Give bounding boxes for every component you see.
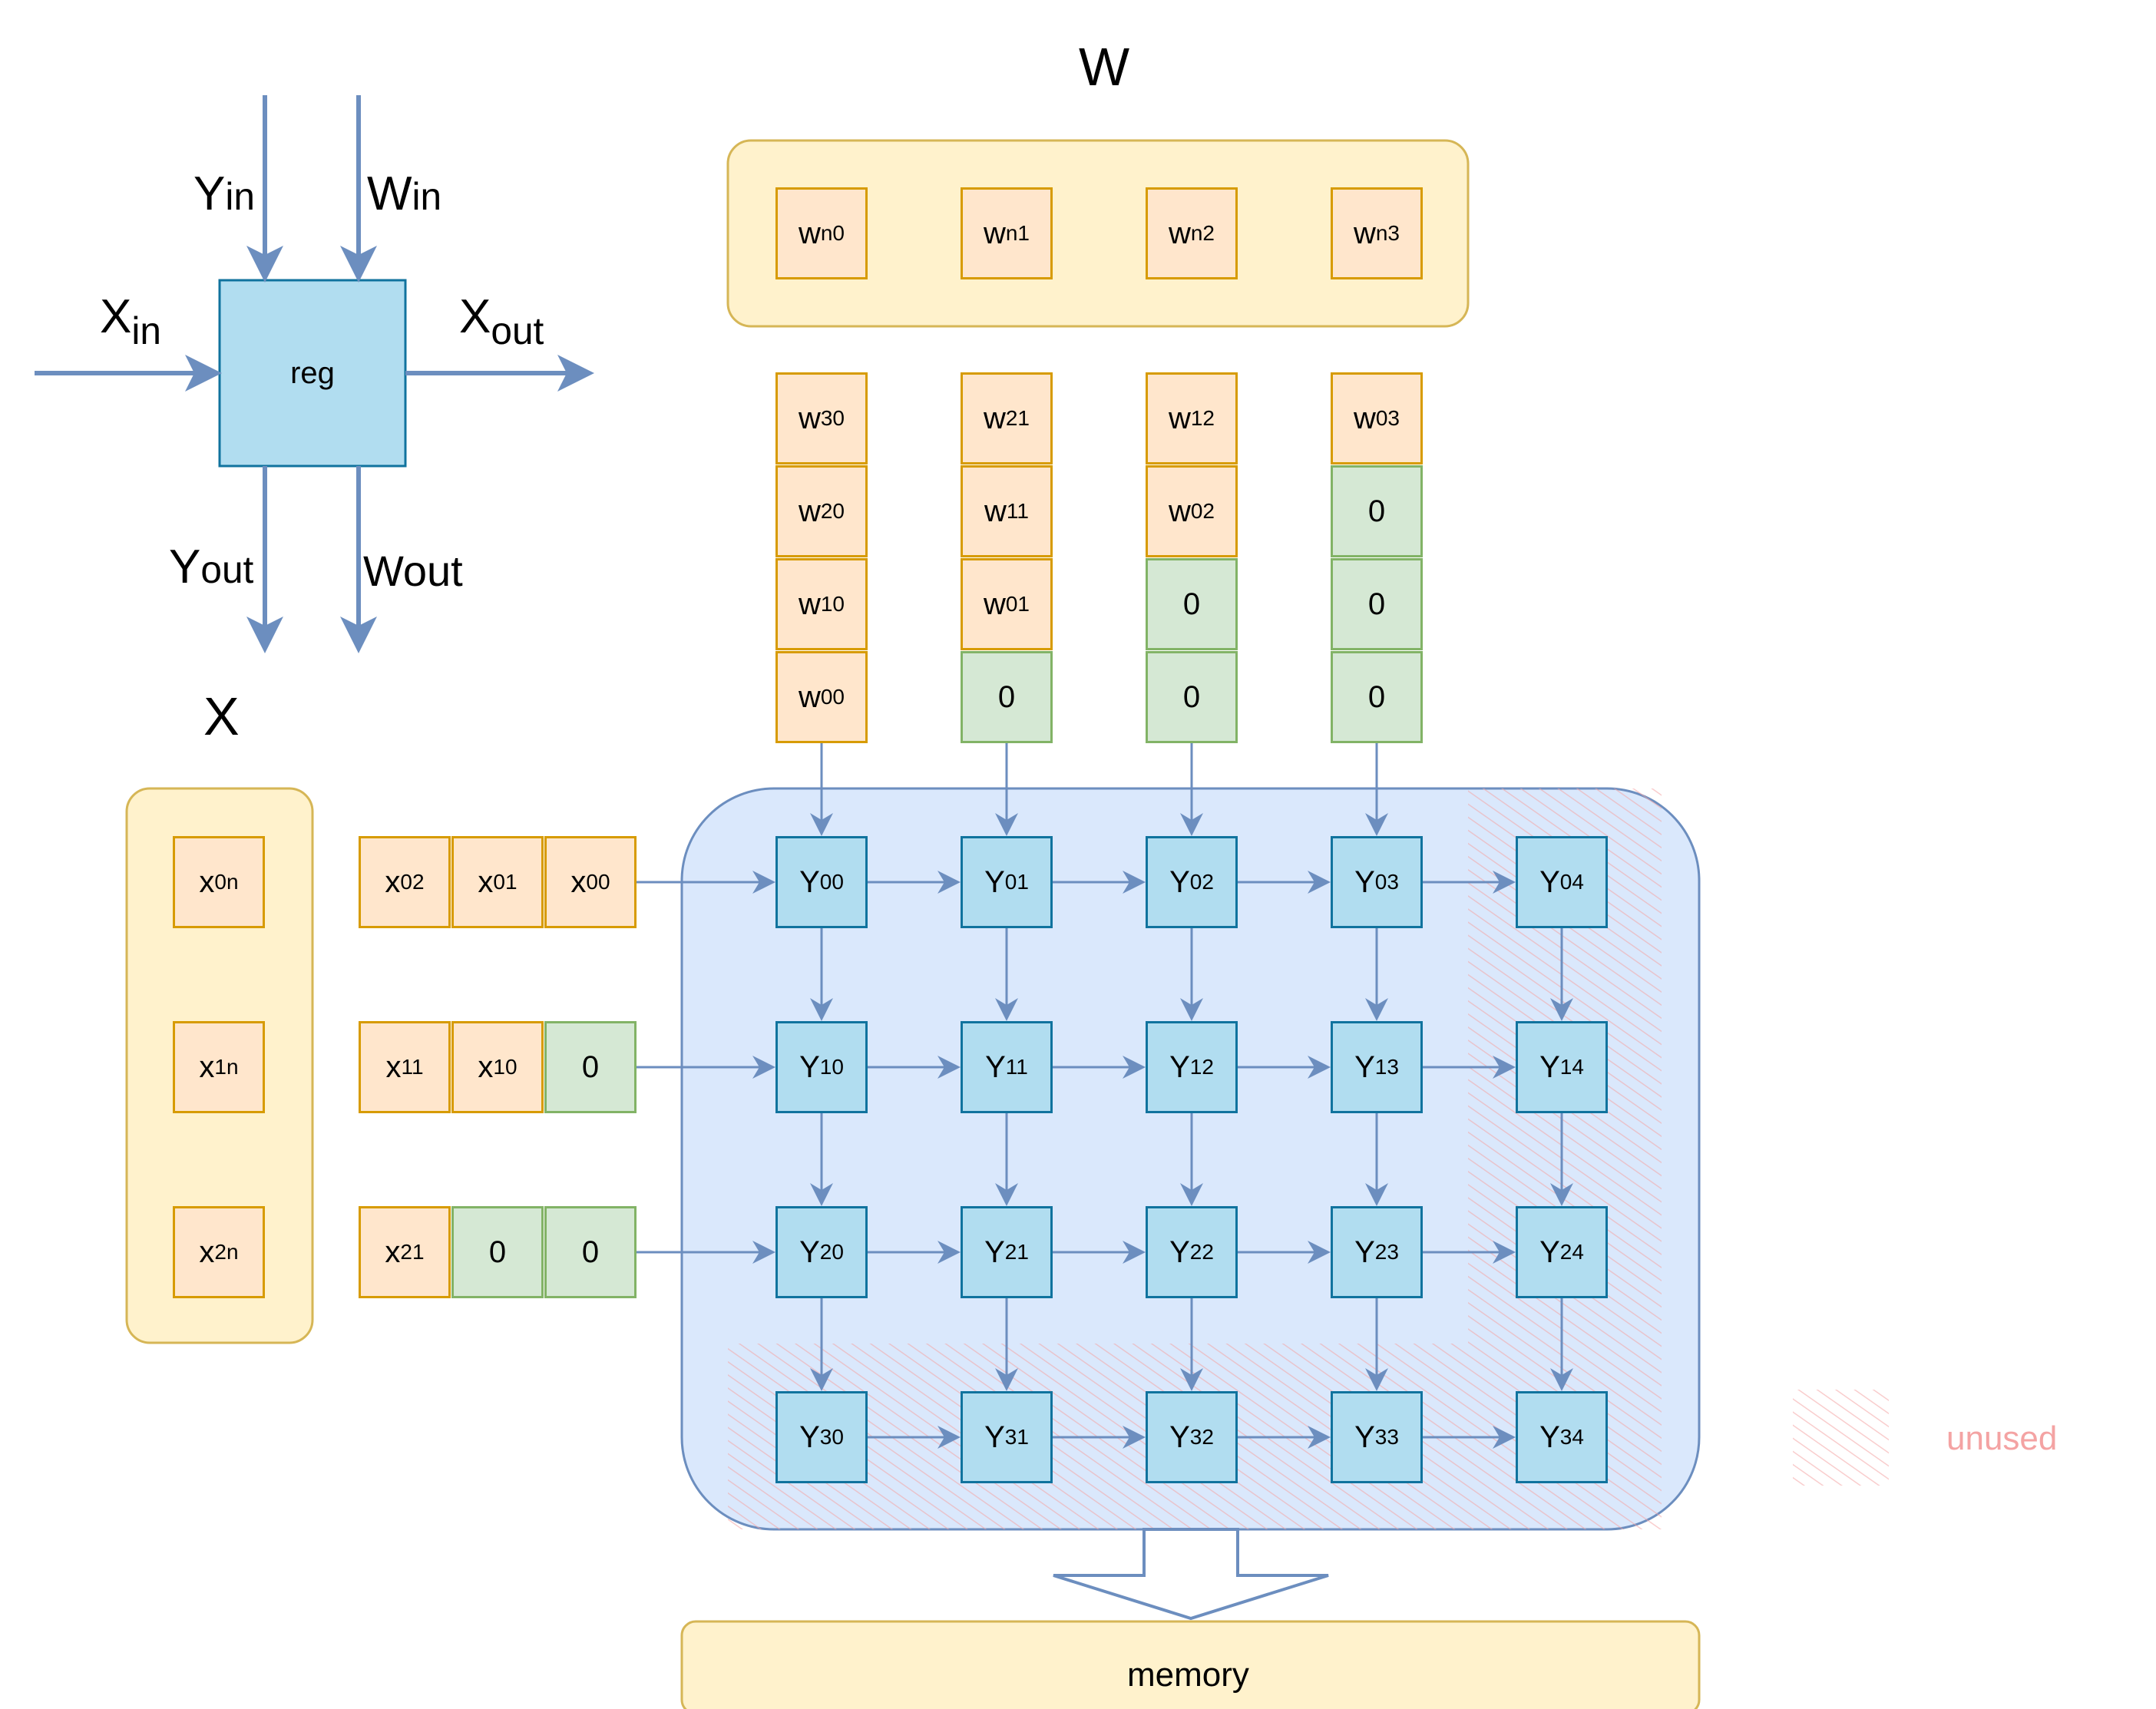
x-in-label: Xin	[100, 290, 161, 352]
y-in-label: Yin	[193, 167, 255, 220]
x-out-label: Xout	[459, 290, 544, 352]
x-zero-cell: 0	[544, 1206, 637, 1298]
x-title: X	[203, 686, 240, 746]
pe-reg-block	[218, 279, 407, 468]
legend-unused-swatch	[1793, 1390, 1889, 1486]
w-in-label: Win	[367, 167, 442, 220]
w-title: W	[1079, 37, 1130, 97]
legend-unused-label: unused	[1946, 1420, 2058, 1457]
memory-label: memory	[1127, 1656, 1249, 1694]
w-zero-cell: 0	[1146, 651, 1238, 743]
w-zero-cell: 0	[1146, 558, 1238, 650]
memory-block	[680, 1620, 1701, 1709]
pe-arrows	[35, 95, 594, 653]
w-zero-cell: 0	[1331, 651, 1423, 743]
y-out-label: Yout	[169, 540, 254, 593]
w-zero-cell: 0	[961, 651, 1053, 743]
x-zero-cell: 0	[451, 1206, 544, 1298]
x-zero-cell: 0	[544, 1021, 637, 1113]
w-bank-container	[726, 139, 1470, 328]
pe-reg-label: reg	[290, 356, 335, 390]
w-zero-cell: 0	[1331, 558, 1423, 650]
w-out-label: Wout	[363, 547, 463, 595]
data-flow-arrows	[637, 743, 1573, 1449]
output-arrow	[1053, 1528, 1329, 1621]
w-zero-cell: 0	[1331, 465, 1423, 557]
